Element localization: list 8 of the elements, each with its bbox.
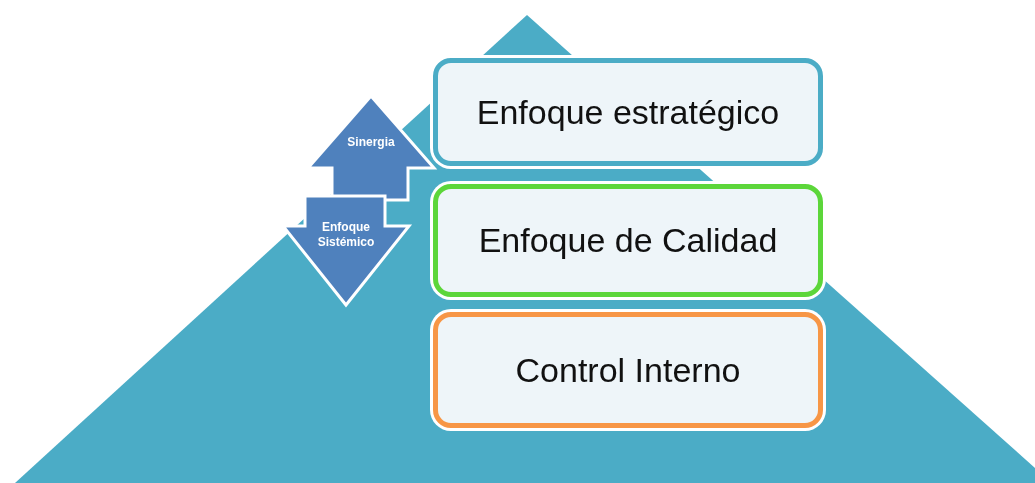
node-label: Enfoque de Calidad <box>478 221 778 260</box>
level-box <box>433 184 823 297</box>
node-label: Control Interno <box>515 350 741 390</box>
level-box <box>433 58 823 166</box>
node-label: Enfoque estratégico <box>476 92 780 132</box>
level-box <box>433 312 823 428</box>
node-label: Enfoque Sistémico <box>316 219 376 250</box>
node-label: Sinergia <box>346 134 396 150</box>
